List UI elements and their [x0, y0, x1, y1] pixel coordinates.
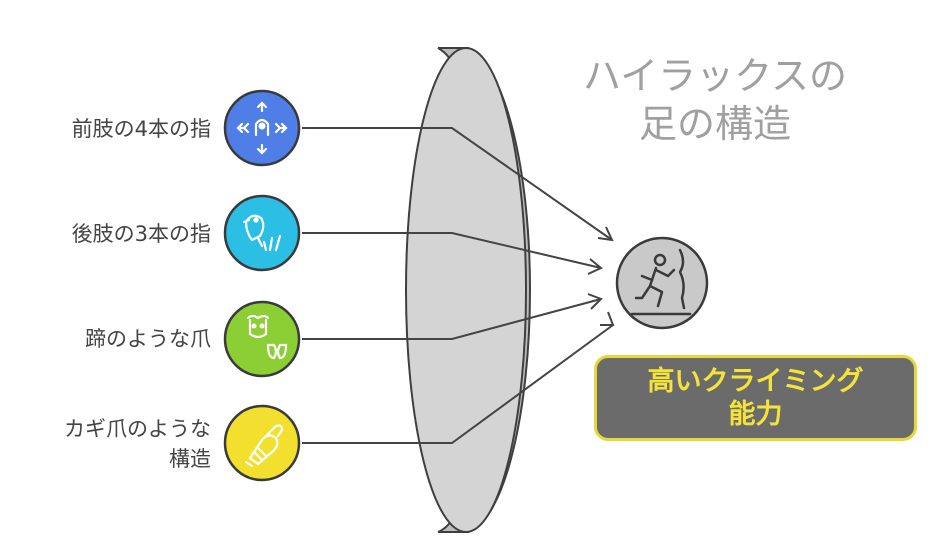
lens-shape — [405, 47, 532, 533]
result-icon — [615, 236, 709, 330]
diagram-title: ハイラックスの 足の構造 — [575, 52, 855, 148]
move-arrows-icon — [236, 101, 288, 155]
connector-lines — [302, 127, 614, 444]
feature-label-2: 後肢の3本の指 — [72, 219, 211, 249]
arrowheads — [587, 226, 615, 326]
bird-grass-icon — [242, 214, 282, 252]
feature-label-3-text: 蹄のような爪 — [85, 327, 211, 351]
result-line-2: 能力 — [728, 399, 783, 430]
connector-4 — [302, 324, 614, 444]
connector-2 — [302, 232, 602, 269]
connector-3 — [302, 298, 602, 340]
climbing-person-icon — [630, 248, 692, 316]
arrowhead-1 — [597, 226, 614, 242]
cow-hoof-icon — [246, 314, 288, 360]
result-box: 高いクライミング 能力 — [594, 355, 917, 441]
connector-1 — [302, 127, 613, 241]
arrowhead-2 — [587, 258, 603, 275]
feature-icon-3 — [223, 300, 301, 378]
hand-claw-icon — [244, 424, 284, 468]
feature-label-2-text: 後肢の3本の指 — [71, 222, 211, 246]
arrowhead-3 — [587, 293, 603, 310]
title-line-1: ハイラックスの — [582, 54, 848, 98]
feature-icon-4 — [223, 404, 301, 482]
feature-icon-2 — [223, 194, 301, 272]
feature-icon-1 — [223, 89, 301, 167]
feature-label-4-line-1: カギ爪のような — [64, 417, 211, 441]
feature-label-1-text: 前肢の4本の指 — [71, 117, 211, 141]
feature-label-4-line-2: 構造 — [169, 447, 211, 471]
feature-label-3: 蹄のような爪 — [85, 324, 211, 354]
feature-label-1: 前肢の4本の指 — [72, 114, 211, 144]
result-line-1: 高いクライミング — [647, 366, 864, 397]
title-line-2: 足の構造 — [638, 102, 791, 146]
feature-label-4: カギ爪のような 構造 — [64, 414, 211, 474]
arrowhead-4 — [600, 311, 615, 326]
